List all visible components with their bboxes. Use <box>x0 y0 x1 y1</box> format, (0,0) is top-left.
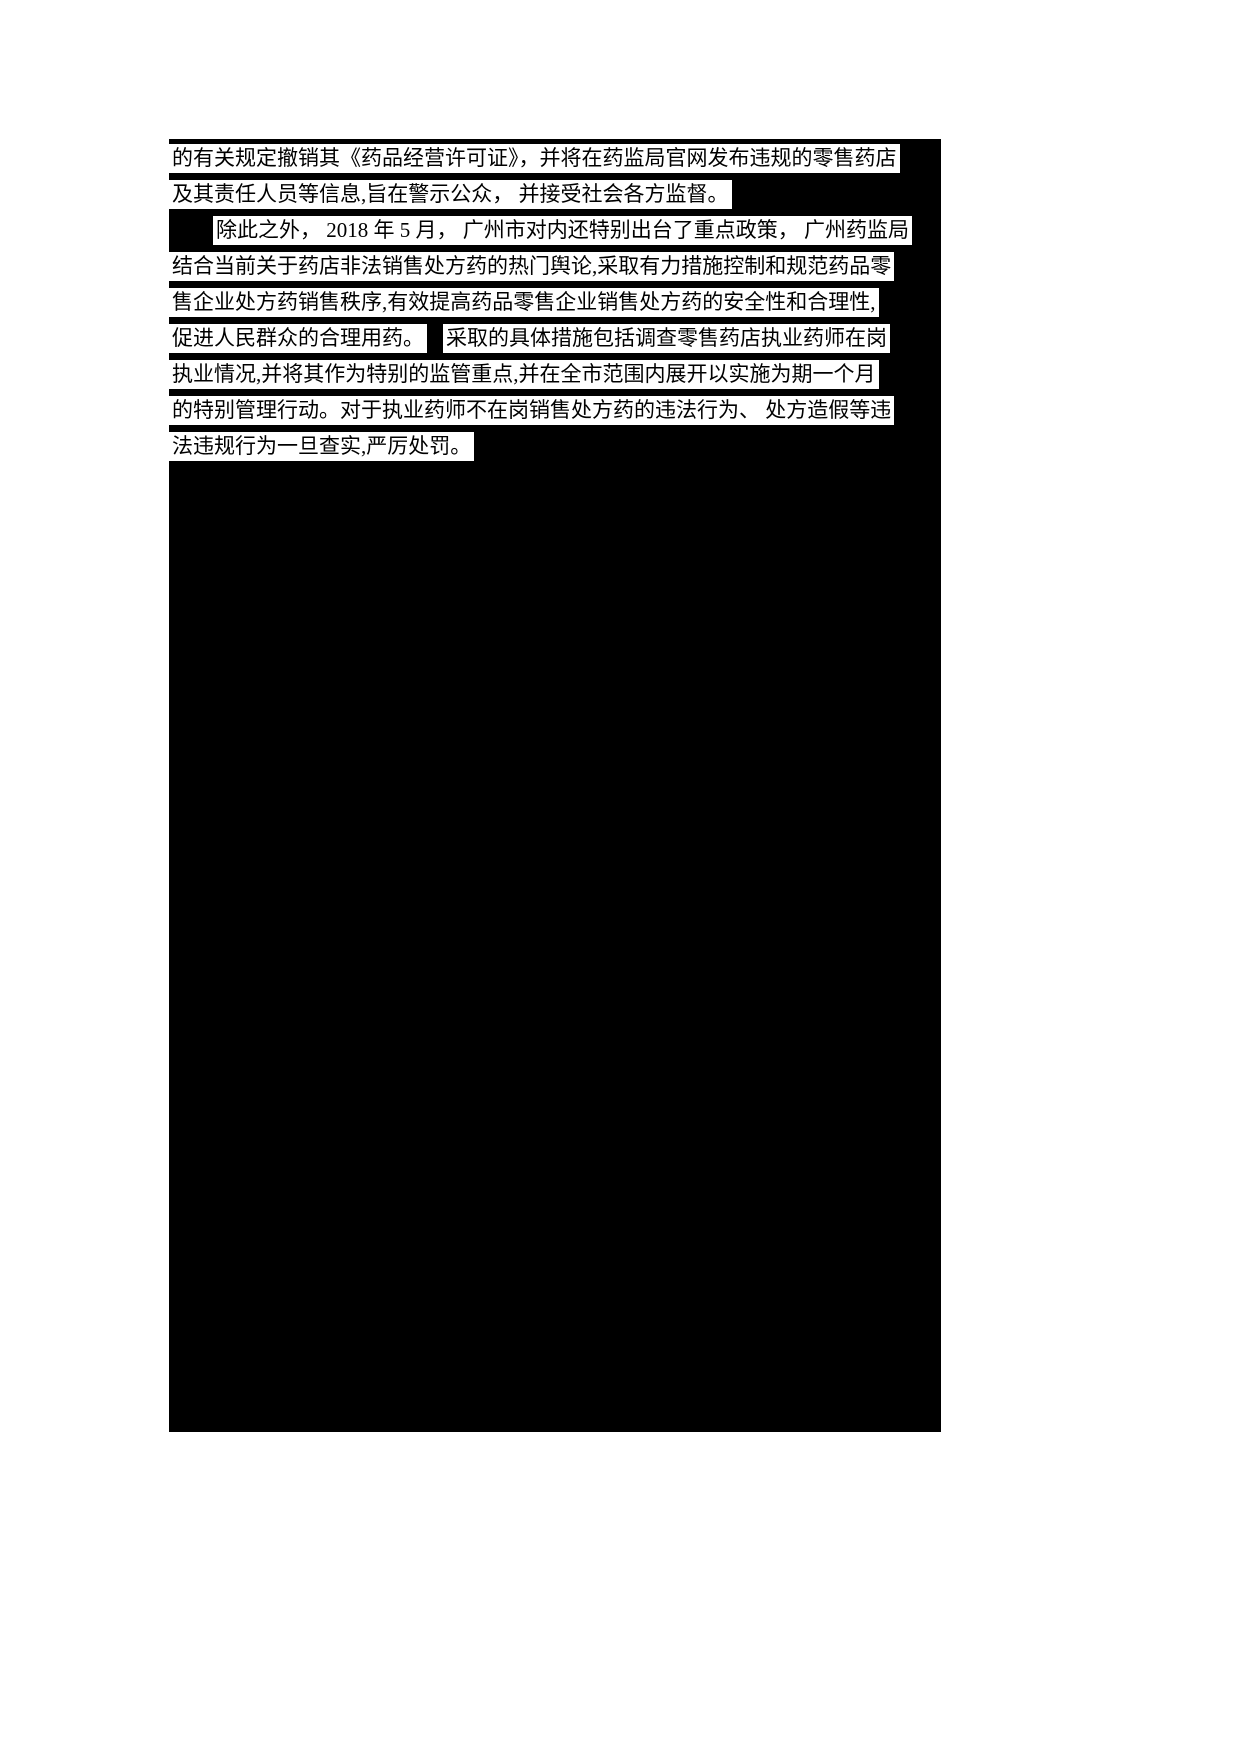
text-line: 的有关规定撤销其《药品经营许可证》，并将在药监局官网发布违规的零售药店 <box>169 140 941 176</box>
text-line: 除此之外， 2018 年 5 月， 广州市对内还特别出台了重点政策， 广州药监局 <box>169 212 941 248</box>
highlighted-text: 结合当前关于药店非法销售处方药的热门舆论,采取有力措施控制和规范药品零 <box>169 251 895 281</box>
text-line: 的特别管理行动。对于执业药师不在岗销售处方药的违法行为、 处方造假等违 <box>169 392 941 428</box>
text-line: 结合当前关于药店非法销售处方药的热门舆论,采取有力措施控制和规范药品零 <box>169 248 941 284</box>
highlighted-text: 法违规行为一旦查实,严厉处罚。 <box>169 431 475 461</box>
text-line: 售企业处方药销售秩序,有效提高药品零售企业销售处方药的安全性和合理性, <box>169 284 941 320</box>
paragraph-lines: 的有关规定撤销其《药品经营许可证》，并将在药监局官网发布违规的零售药店及其责任人… <box>169 139 941 464</box>
highlighted-text: 采取的具体措施包括调查零售药店执业药师在岗 <box>443 323 890 353</box>
text-line: 执业情况,并将其作为特别的监管重点,并在全市范围内展开以实施为期一个月 <box>169 356 941 392</box>
highlighted-text: 执业情况,并将其作为特别的监管重点,并在全市范围内展开以实施为期一个月 <box>169 359 879 389</box>
highlighted-text: 促进人民群众的合理用药。 <box>169 323 427 353</box>
content-area: 的有关规定撤销其《药品经营许可证》，并将在药监局官网发布违规的零售药店及其责任人… <box>169 139 941 1432</box>
text-line: 法违规行为一旦查实,严厉处罚。 <box>169 428 941 464</box>
highlighted-text: 的特别管理行动。对于执业药师不在岗销售处方药的违法行为、 处方造假等违 <box>169 395 895 425</box>
highlight-gap <box>427 324 443 353</box>
highlighted-text: 及其责任人员等信息,旨在警示公众， 并接受社会各方监督。 <box>169 179 732 209</box>
highlighted-text: 除此之外， 2018 年 5 月， 广州市对内还特别出台了重点政策， 广州药监局 <box>213 215 912 245</box>
highlighted-text: 的有关规定撤销其《药品经营许可证》，并将在药监局官网发布违规的零售药店 <box>169 143 900 173</box>
text-line: 促进人民群众的合理用药。采取的具体措施包括调查零售药店执业药师在岗 <box>169 320 941 356</box>
text-line: 及其责任人员等信息,旨在警示公众， 并接受社会各方监督。 <box>169 176 941 212</box>
highlighted-text: 售企业处方药销售秩序,有效提高药品零售企业销售处方药的安全性和合理性, <box>169 287 879 317</box>
